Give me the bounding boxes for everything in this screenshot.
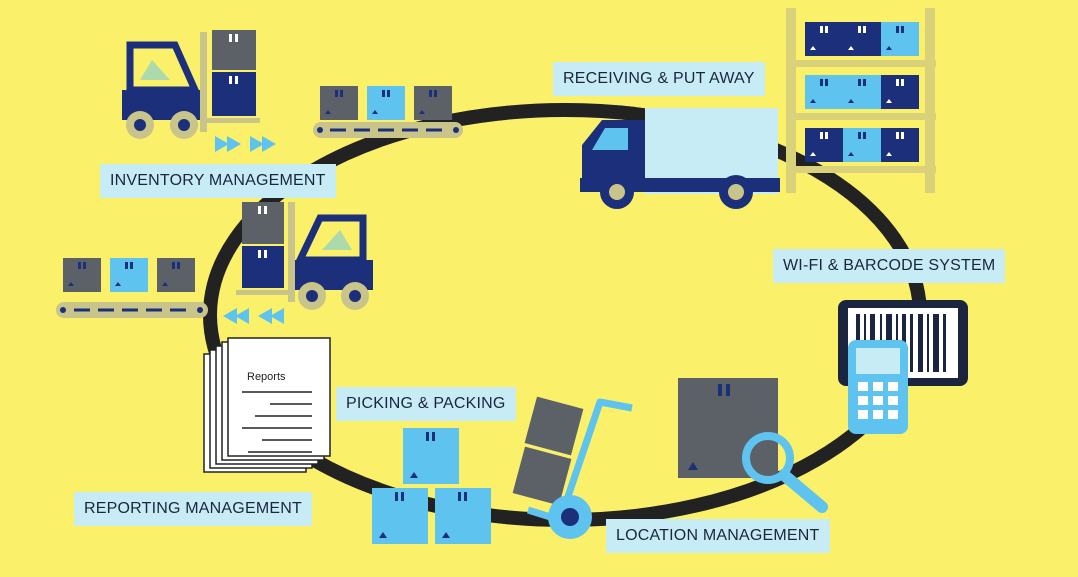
barcode-scanner-icon <box>838 300 968 434</box>
label-inventory-management: INVENTORY MANAGEMENT <box>100 164 336 198</box>
hand-truck-icon <box>512 396 633 539</box>
conveyor-icon <box>313 86 463 138</box>
label-wifi-barcode-system: WI-FI & BARCODE SYSTEM <box>773 249 1006 283</box>
label-receiving-put-away: RECEIVING & PUT AWAY <box>553 62 765 96</box>
forklift-icon <box>122 30 260 139</box>
conveyor-icon <box>56 258 208 318</box>
magnifier-icon <box>742 432 828 513</box>
direction-arrows-icon <box>215 136 276 152</box>
direction-arrows-icon <box>223 308 284 324</box>
label-reporting-management: REPORTING MANAGEMENT <box>74 492 312 526</box>
reports-document-icon: Reports <box>203 337 331 473</box>
forklift-icon <box>236 202 373 310</box>
picking-boxes-icon <box>372 428 491 544</box>
label-picking-packing: PICKING & PACKING <box>336 387 516 421</box>
location-box-icon <box>678 378 778 478</box>
reports-doc-title: Reports <box>247 371 286 383</box>
label-location-management: LOCATION MANAGEMENT <box>606 519 830 553</box>
delivery-truck-icon <box>580 108 780 209</box>
shelving-rack-icon <box>786 8 936 193</box>
